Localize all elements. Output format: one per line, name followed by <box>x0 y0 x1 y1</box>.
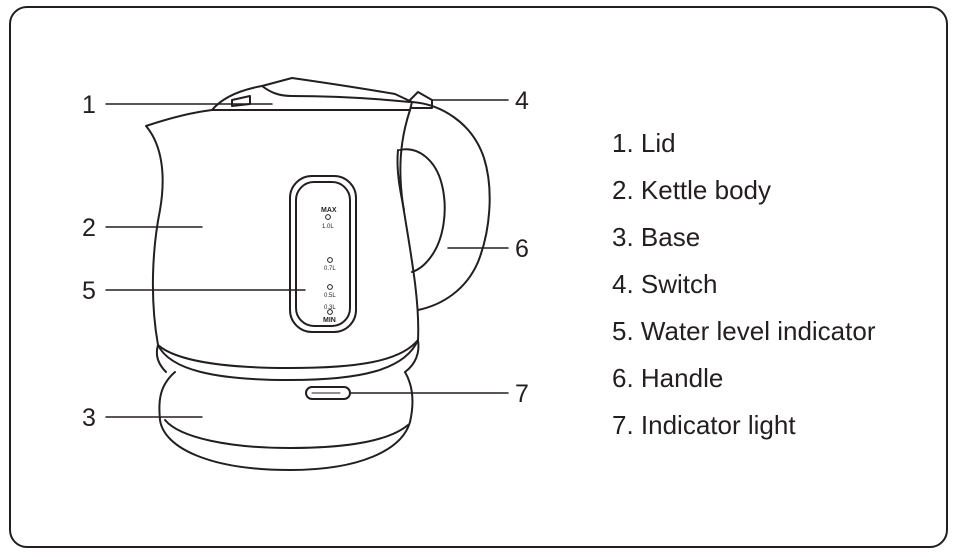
scale-mark-03: 0.3L <box>324 305 336 311</box>
water-level-window <box>289 175 357 333</box>
scale-max-volume: 1.0L <box>322 224 334 230</box>
legend-item-handle: 6. Handle <box>612 363 724 393</box>
callout-7: 7 <box>515 380 529 408</box>
kettle-lid <box>211 77 413 111</box>
callout-4: 4 <box>515 87 529 115</box>
callout-3: 3 <box>82 404 96 432</box>
legend-item-lid: 1. Lid <box>612 128 676 158</box>
indicator-light <box>305 386 351 400</box>
kettle-handle <box>396 101 491 311</box>
callout-5: 5 <box>82 277 96 305</box>
callout-1: 1 <box>82 91 96 119</box>
legend-item-kettle-body: 2. Kettle body <box>612 175 771 205</box>
scale-mark-05: 0.5L <box>324 293 336 299</box>
parts-legend: 1. Lid 2. Kettle body 3. Base 4. Switch … <box>612 120 875 449</box>
scale-mark-07: 0.7L <box>324 266 336 272</box>
legend-item-indicator-light: 7. Indicator light <box>612 410 796 440</box>
kettle-base <box>158 371 414 471</box>
diagram-frame <box>9 6 948 548</box>
legend-item-switch: 4. Switch <box>612 269 718 299</box>
scale-max-label: MAX <box>321 207 337 214</box>
legend-item-water-level-indicator: 5. Water level indicator <box>612 316 876 346</box>
callout-2: 2 <box>82 214 96 242</box>
kettle-body <box>145 109 420 381</box>
scale-min-label: MIN <box>323 317 336 324</box>
legend-item-base: 3. Base <box>612 222 701 252</box>
leader-lines <box>105 99 509 418</box>
callout-6: 6 <box>515 235 529 263</box>
